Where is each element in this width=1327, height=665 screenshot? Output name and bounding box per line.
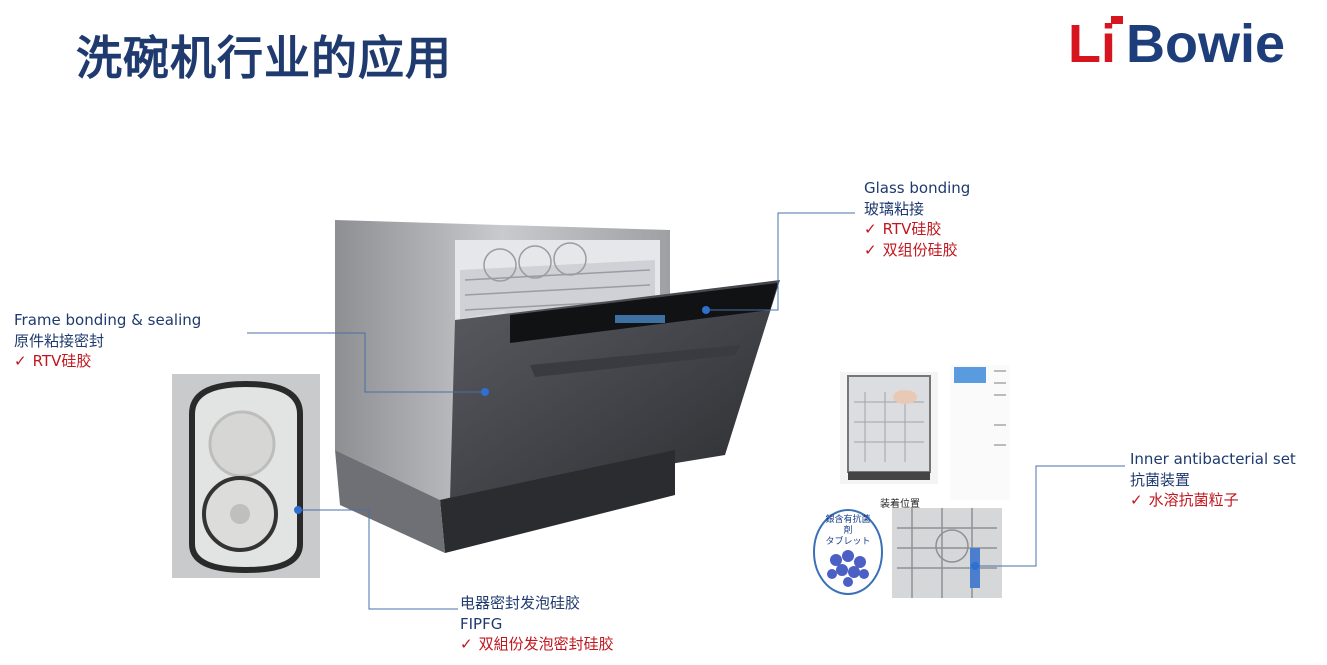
page-title: 洗碗机行业的应用	[76, 31, 452, 85]
door-seal-photo	[172, 374, 320, 578]
check-icon: ✓	[14, 352, 27, 370]
callout-glass-item-1: ✓RTV硅胶	[864, 220, 942, 238]
callout-frame-bonding: Frame bonding & sealing 原件粘接密封 ✓RTV硅胶	[14, 310, 201, 372]
callout-glass-zh: 玻璃粘接	[864, 199, 925, 218]
check-icon: ✓	[1130, 491, 1143, 509]
tablet-label-line-1: 銀含有抗菌剤	[825, 515, 871, 536]
libowie-logo: Li Bowie	[1068, 14, 1285, 72]
tablet-label: 銀含有抗菌剤 タブレット	[822, 515, 874, 548]
logo-text-blue: Bowie	[1126, 14, 1285, 72]
callout-seal-en: FIPFG	[460, 614, 503, 633]
manual-text-strip	[950, 365, 1010, 500]
callout-glass-item-2: ✓双组份硅胶	[864, 240, 958, 259]
callout-frame-item-1: ✓RTV硅胶	[14, 352, 92, 370]
callout-glass-bonding: Glass bonding 玻璃粘接 ✓RTV硅胶 ✓双组份硅胶	[864, 178, 970, 260]
tablet-photo	[813, 508, 1002, 598]
check-icon: ✓	[864, 240, 877, 259]
callout-inner-en: Inner antibacterial set	[1130, 450, 1296, 468]
callout-inner-item-1: ✓水溶抗菌粒子	[1130, 491, 1239, 509]
check-icon: ✓	[460, 635, 473, 653]
dishwasher-image	[335, 220, 780, 553]
callout-fipfg-seal: 电器密封发泡硅胶 FIPFG ✓双組份发泡密封硅胶	[460, 593, 614, 655]
inset-label: 装着位置	[880, 499, 920, 510]
tablet-label-line-2: タブレット	[825, 537, 871, 547]
callout-seal-item-1: ✓双組份发泡密封硅胶	[460, 635, 614, 653]
callout-inner-zh: 抗菌装置	[1130, 470, 1191, 489]
check-icon: ✓	[864, 220, 877, 238]
logo-text-red: Li	[1068, 14, 1116, 72]
callout-frame-en: Frame bonding & sealing	[14, 311, 202, 329]
callout-inner-antibacterial: Inner antibacterial set 抗菌装置 ✓水溶抗菌粒子	[1130, 449, 1296, 511]
callout-glass-en: Glass bonding	[864, 179, 971, 197]
callout-seal-zh: 电器密封发泡硅胶	[460, 594, 581, 612]
callout-frame-zh: 原件粘接密封	[14, 331, 105, 350]
inner-photo	[840, 372, 938, 484]
